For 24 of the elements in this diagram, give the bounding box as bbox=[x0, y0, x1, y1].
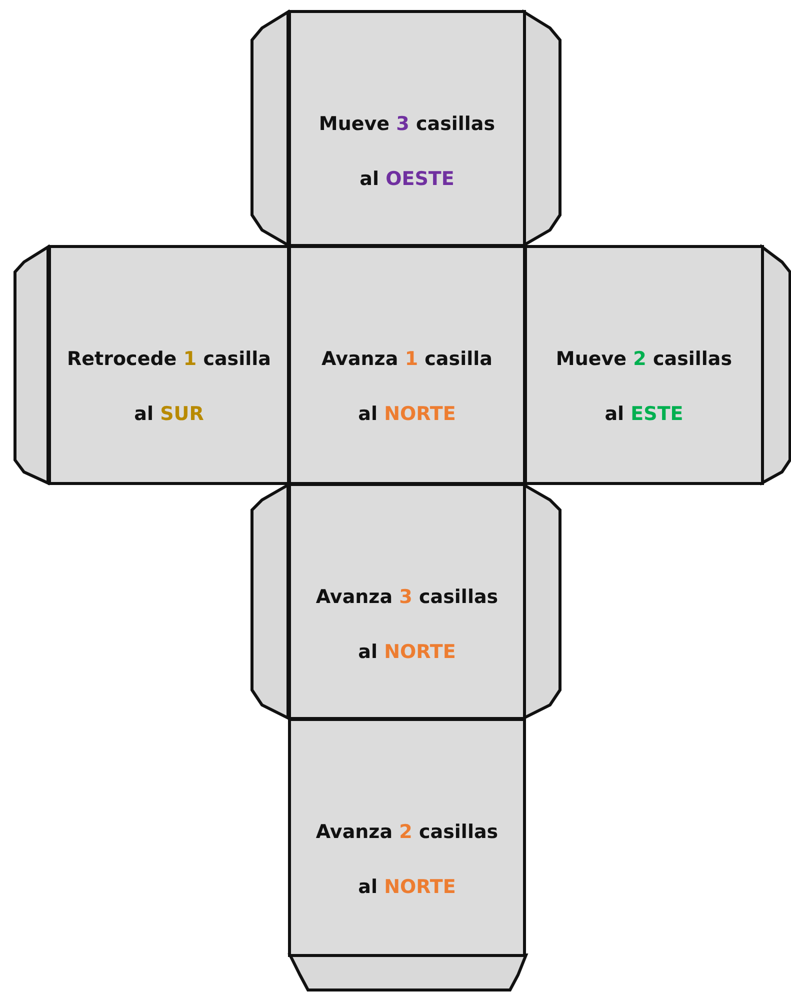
face-text: Mueve 3 casillas bbox=[318, 113, 496, 135]
face-text: al NORTE bbox=[358, 641, 456, 663]
face-text: al NORTE bbox=[358, 876, 456, 898]
face-text: Avanza 3 casillas bbox=[316, 586, 498, 608]
glue-tab bbox=[760, 244, 791, 486]
glue-tab bbox=[14, 244, 50, 486]
face-text: Avanza 2 casillas bbox=[316, 821, 498, 843]
face-text: Retrocede 1 casilla bbox=[67, 348, 271, 370]
glue-tab bbox=[522, 9, 562, 248]
glue-tab bbox=[250, 482, 290, 720]
die-face bbox=[288, 245, 526, 485]
die-face bbox=[288, 483, 526, 720]
die-face bbox=[48, 245, 290, 485]
die-face bbox=[524, 245, 764, 485]
glue-tab bbox=[250, 9, 290, 248]
face-text: Mueve 2 casillas bbox=[556, 348, 732, 370]
face-text: al OESTE bbox=[360, 168, 454, 190]
face-text: al SUR bbox=[134, 403, 204, 425]
die-face bbox=[288, 10, 526, 247]
face-text: al NORTE bbox=[358, 403, 456, 425]
face-text: al ESTE bbox=[604, 403, 684, 425]
die-face bbox=[288, 718, 526, 957]
glue-tab bbox=[288, 954, 528, 992]
face-text: Avanza 1 casilla bbox=[322, 348, 492, 370]
